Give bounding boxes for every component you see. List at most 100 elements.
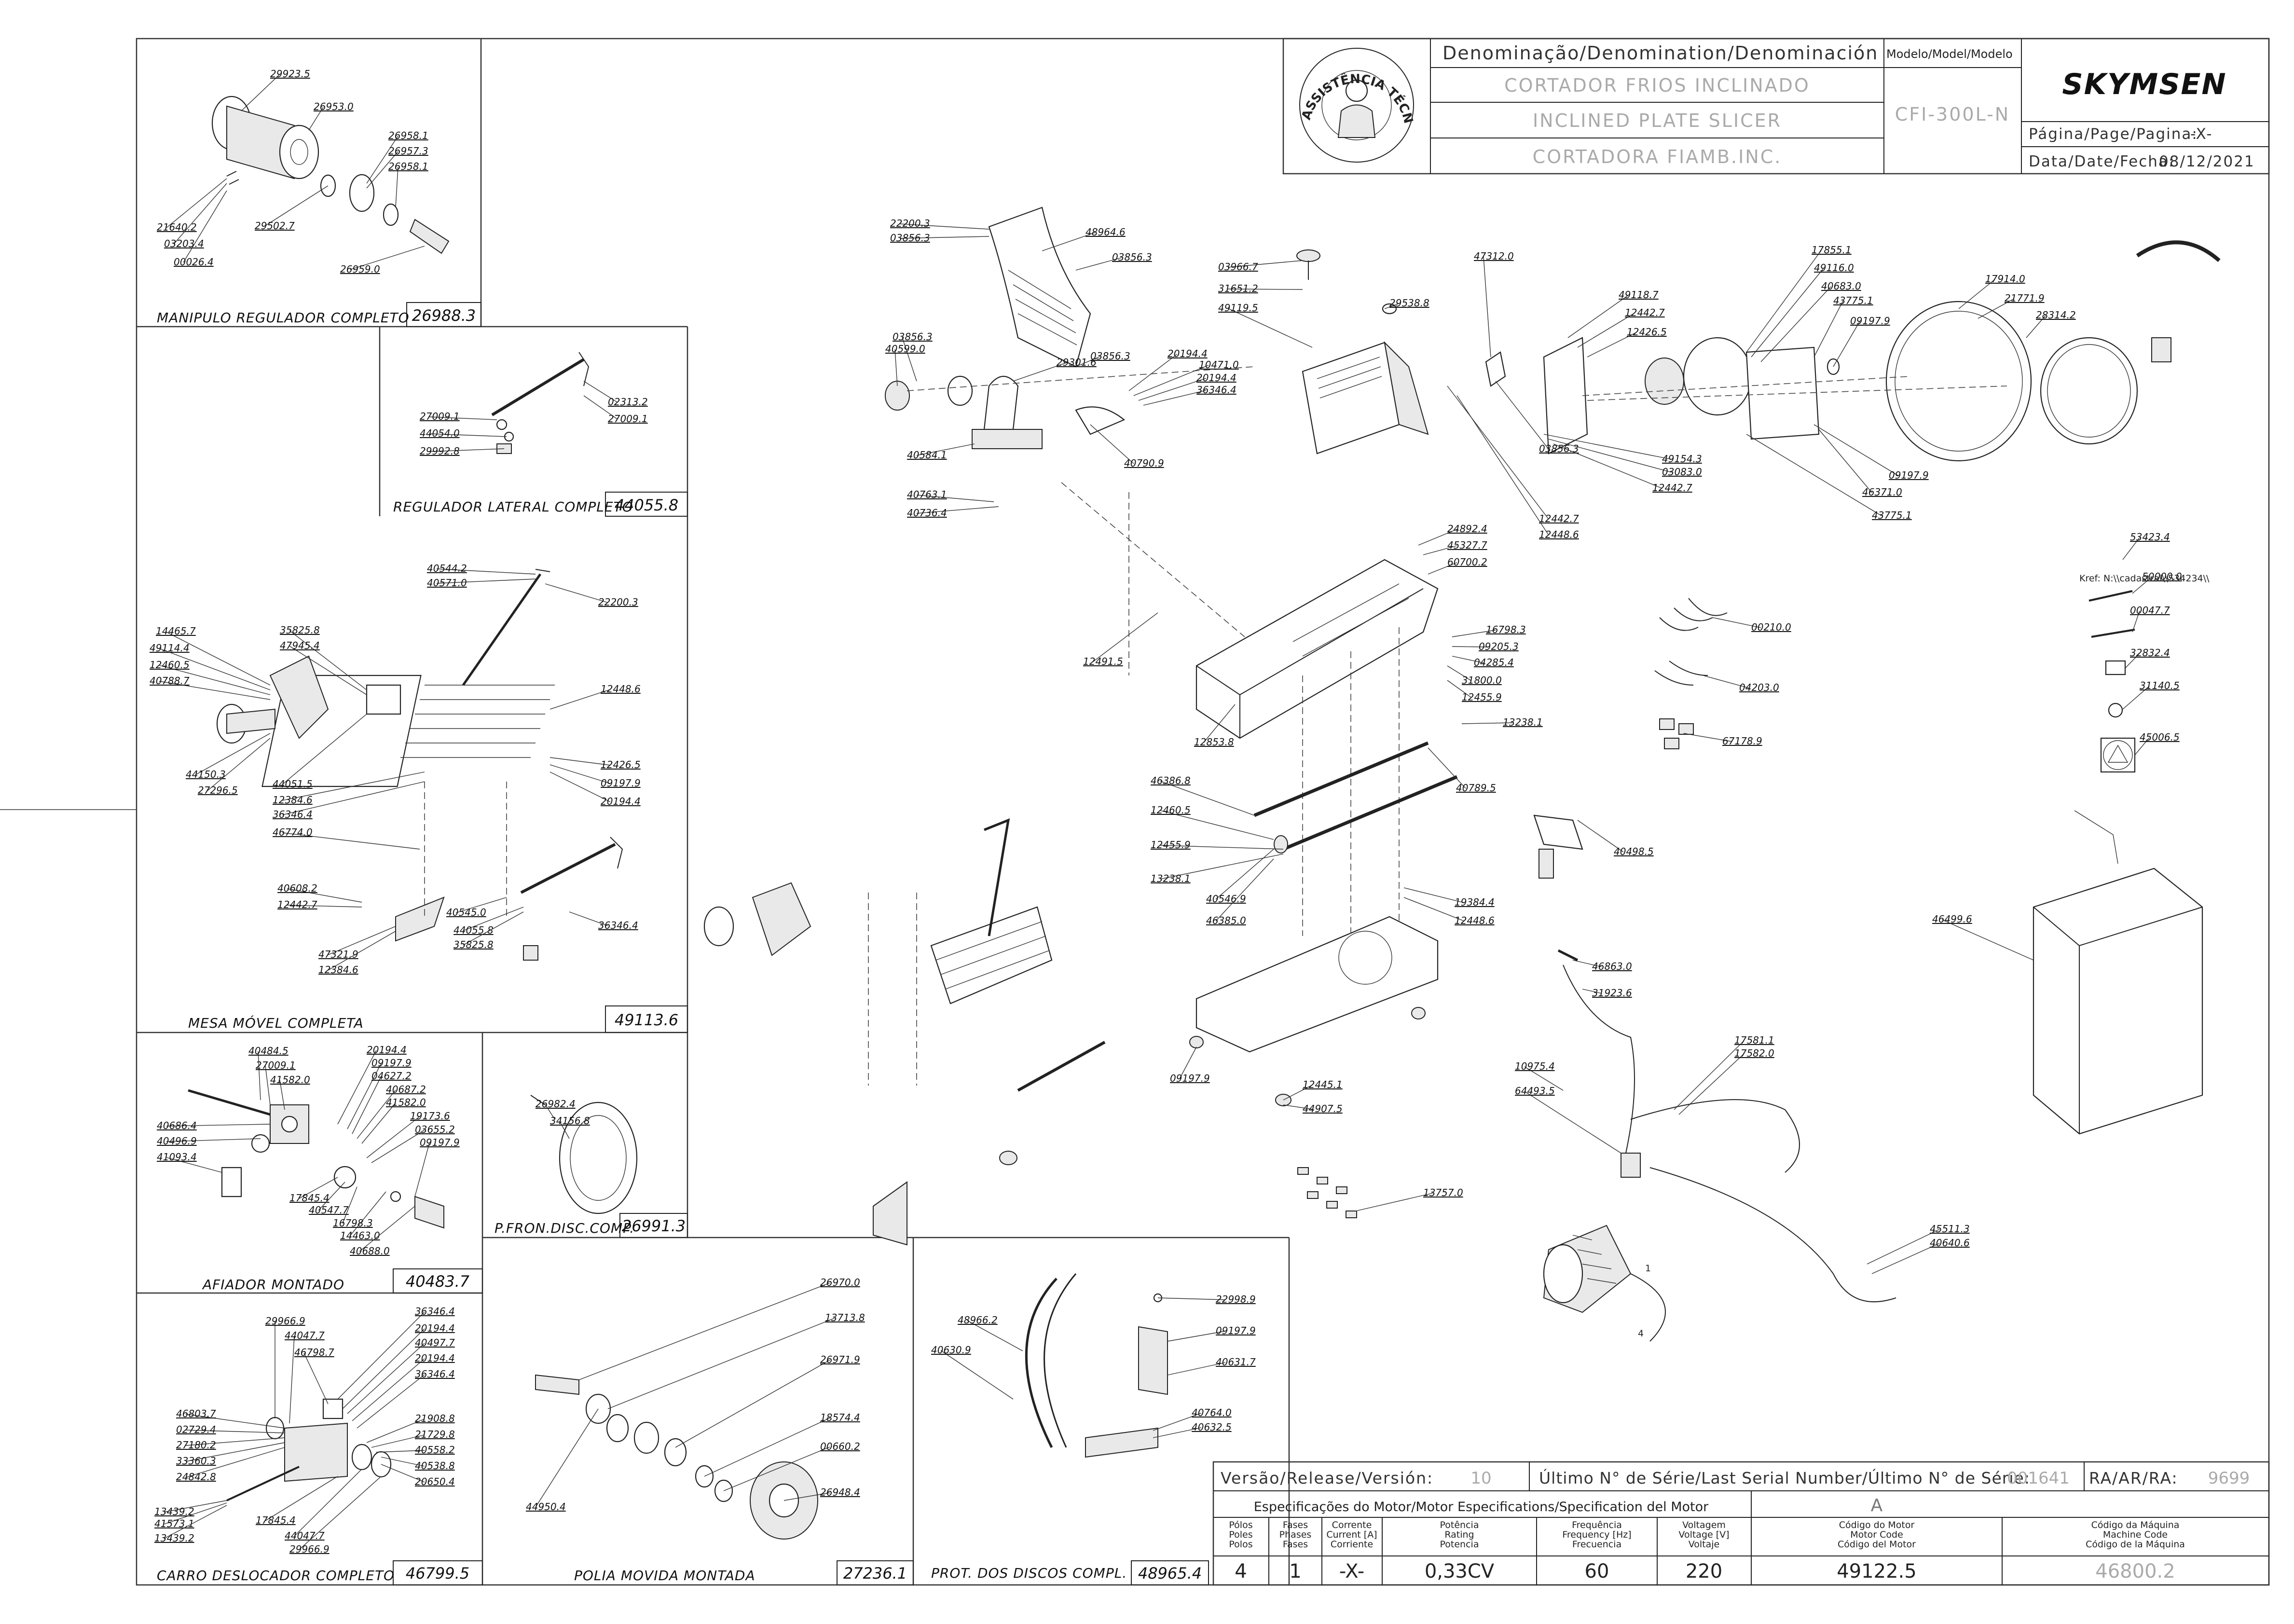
leader-line [1958, 279, 1995, 309]
leader-line [2026, 315, 2046, 338]
left-panels [137, 39, 1290, 1585]
leader-line [1760, 286, 1831, 362]
main-exploded-view [703, 206, 2221, 1342]
part-number-label: 40498.5 [1614, 846, 1654, 857]
part-number-label: 44047.7 [285, 1330, 325, 1341]
part-number-label: 36346.4 [415, 1306, 455, 1317]
center-mesa [703, 818, 1106, 1246]
part-number-label: 35825.8 [280, 624, 320, 636]
part-number-label: 45327.7 [1447, 539, 1487, 551]
regulador-drawing [491, 352, 590, 454]
caption-afiador: AFIADOR MONTADO [202, 1277, 344, 1293]
part-number-label: 03856.3 [893, 331, 933, 343]
leader-line [328, 926, 396, 955]
part-number-label: 31140.5 [2140, 680, 2180, 691]
part-number-label: 28314.2 [2036, 309, 2076, 321]
leader-line [899, 236, 989, 239]
leader-line [264, 185, 329, 227]
part-number-label: 17914.0 [1985, 273, 2025, 285]
spec-value: 1 [1289, 1560, 1301, 1583]
code-polia: 27236.1 [843, 1564, 907, 1583]
part-number-label: 21640.2 [157, 221, 197, 233]
leader-line [282, 781, 425, 815]
part-number-label: 44047.7 [285, 1530, 325, 1541]
leader-line [164, 1502, 227, 1525]
leader-line [1683, 733, 1732, 742]
part-number-label: 18574.4 [820, 1412, 860, 1423]
spec-header-l1: Código da Máquina [2091, 1520, 2180, 1530]
leader-line [279, 1080, 285, 1110]
part-number-label: 22200.3 [598, 596, 638, 608]
leader-line [195, 733, 271, 775]
leader-line [342, 1328, 425, 1409]
name-en: INCLINED PLATE SLICER [1533, 110, 1782, 131]
part-number-label: 09197.9 [1850, 315, 1890, 327]
part-labels: 29923.526953.026958.126957.326958.129502… [150, 68, 2210, 1555]
part-number-label: 13713.8 [825, 1312, 865, 1323]
leader-line [1548, 439, 1672, 473]
part-number-label: 04203.0 [1739, 682, 1779, 693]
leader-line [287, 905, 362, 908]
leader-line [1167, 1362, 1226, 1376]
part-number-label: 17855.1 [1812, 244, 1852, 256]
part-number-label: 02313.2 [608, 396, 648, 408]
denomination-label: Denominação/Denomination/Denominación [1442, 42, 1878, 64]
polia-drawing [535, 1374, 818, 1540]
part-number-label: 40632.5 [1192, 1421, 1232, 1433]
part-number-label: 49116.0 [1814, 262, 1854, 274]
leader-line [1160, 781, 1255, 816]
leader-line [1746, 434, 1882, 516]
leader-line [282, 771, 425, 801]
spec-header-l1: Corrente [1332, 1520, 1372, 1530]
caption-mesa: MESA MÓVEL COMPLETA [188, 1015, 364, 1031]
part-number-label: 26957.3 [388, 145, 428, 157]
leader-line [289, 1335, 295, 1424]
leader-line [545, 1104, 555, 1120]
spec-value: 0,33CV [1425, 1560, 1495, 1583]
leader-line [166, 1138, 261, 1142]
leader-line [723, 1446, 830, 1491]
part-number-label: 03966.7 [1218, 261, 1258, 273]
part-number-label: 45006.5 [2140, 731, 2180, 743]
part-number-label: 26959.0 [340, 263, 380, 275]
part-number-label: 46371.0 [1862, 486, 1902, 498]
part-number-label: 20194.4 [1196, 372, 1236, 384]
part-number-label: 20650.4 [415, 1476, 455, 1487]
leader-line [783, 1492, 830, 1501]
part-number-label: 44051.5 [273, 778, 313, 790]
part-number-label: 49119.5 [1218, 302, 1258, 314]
warning-triangle-icon [2100, 737, 2136, 773]
leader-line [173, 183, 227, 245]
part-number-label: 12384.6 [318, 964, 358, 976]
carro-drawing [226, 1398, 392, 1501]
leader-line [1355, 1193, 1433, 1211]
leader-line [429, 416, 497, 420]
part-number-label: 13439.2 [154, 1506, 194, 1517]
part-number-label: 46386.8 [1151, 775, 1191, 786]
part-number-label: 40686.4 [157, 1120, 197, 1131]
part-number-label: 46385.0 [1206, 915, 1246, 926]
part-number-label: 26958.1 [388, 161, 428, 172]
part-number-label: 40599.0 [885, 343, 925, 355]
leader-line [569, 911, 608, 926]
version-value: 10 [1470, 1469, 1491, 1488]
part-number-label: 40544.2 [427, 563, 467, 574]
leader-line [299, 1476, 382, 1550]
caption-prot: PROT. DOS DISCOS COMPL. [931, 1565, 1127, 1581]
prot-drawing [1025, 1273, 1168, 1458]
leader-line [185, 1442, 285, 1462]
leader-line [1418, 529, 1457, 546]
part-number-label: 09205.3 [1479, 641, 1519, 652]
leader-line [1978, 298, 2015, 319]
leader-line [289, 646, 367, 695]
part-number-label: 41582.0 [270, 1074, 310, 1086]
part-number-label: 48966.2 [958, 1314, 998, 1326]
leader-line [1871, 1243, 1940, 1274]
spec-value: -X- [1339, 1560, 1364, 1583]
spec-header-l2: Motor Code [1850, 1529, 1903, 1540]
part-number-label: 46863.0 [1592, 961, 1632, 972]
part-number-label: 67178.9 [1722, 735, 1762, 747]
part-number-label: 36346.4 [598, 920, 638, 931]
part-number-label: 02729.4 [176, 1424, 216, 1435]
